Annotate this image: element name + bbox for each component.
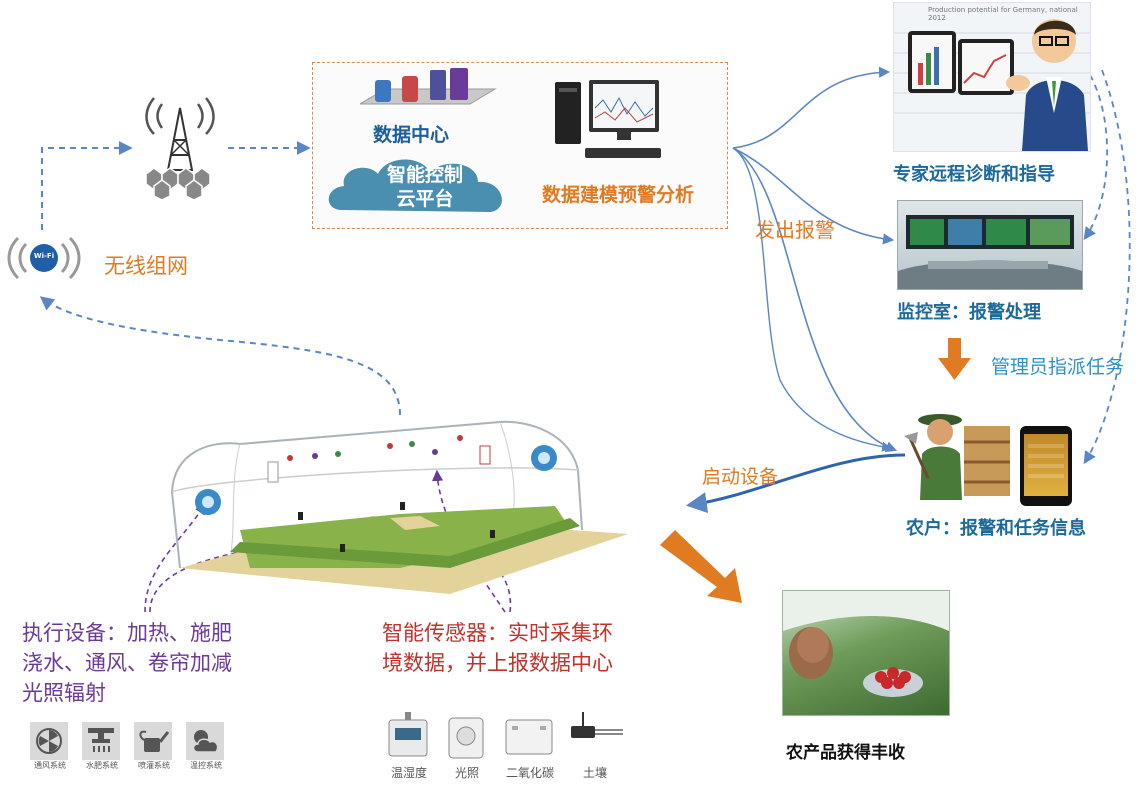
- actuator-caption: 温控系统: [190, 761, 222, 770]
- actuator-line1: 执行设备：加热、施肥: [22, 621, 232, 645]
- monitor-room-illustration: [897, 200, 1083, 290]
- expert-to-phone-dashed: [1083, 69, 1131, 465]
- actuator-line3: 光照辐射: [22, 681, 106, 705]
- start-device-label: 启动设备: [702, 466, 779, 488]
- farmer-icon: [904, 408, 1014, 500]
- wifi-to-tower-arrow: [41, 141, 133, 230]
- wifi-icon: Wi-Fi: [4, 228, 84, 288]
- to-farmer-arrow: [732, 147, 898, 453]
- data-modeling-label: 数据建模预警分析: [542, 184, 695, 206]
- to-monitor-arrow: [732, 147, 895, 245]
- expert-chart-caption: Production potential for Germany, nation…: [928, 6, 1078, 22]
- sensor-item-light: 光照: [441, 712, 493, 781]
- cloud-platform-label: 智能控制 云平台: [340, 163, 510, 211]
- send-alarm-label: 发出报警: [755, 218, 835, 242]
- shower-icon: [82, 722, 120, 760]
- farmer-label: 农户：报警和任务信息: [906, 518, 1086, 539]
- admin-assign-label: 管理员指派任务: [991, 356, 1125, 378]
- smartphone-icon: [1020, 426, 1072, 506]
- sensor-caption: 温湿度: [390, 766, 427, 780]
- sensor-caption: 光照: [454, 766, 479, 780]
- actuator-caption: 水肥系统: [86, 761, 118, 770]
- actuator-item-temperature: 温控系统: [186, 722, 226, 771]
- harvest-label: 农产品获得丰收: [786, 743, 905, 763]
- data-center-label: 数据中心: [373, 124, 450, 146]
- cloud-icon: [322, 150, 522, 222]
- server-rack-icon: [358, 64, 500, 119]
- fan-icon: [30, 722, 68, 760]
- greenhouse-to-wifi-arrow: [39, 296, 401, 416]
- actuator-item-irrigation: 喷灌系统: [134, 722, 174, 771]
- to-farmer-arrow-2: [732, 147, 892, 452]
- watering-can-icon: [134, 722, 172, 760]
- signal-tower-icon: [132, 90, 228, 201]
- temp-humidity-sensor-icon: [383, 712, 433, 764]
- sensor-item-co2: 二氧化碳: [502, 712, 558, 781]
- actuator-caption: 喷灌系统: [138, 761, 170, 770]
- wifi-badge-text: Wi-Fi: [33, 252, 55, 260]
- actuator-caption: 通风系统: [34, 761, 66, 770]
- actuator-line2: 浇水、通风、卷帘加减: [22, 651, 232, 675]
- sensor-item-temp-humidity: 温湿度: [383, 712, 435, 781]
- orange-down-arrow: [938, 338, 971, 380]
- greenhouse-illustration: [150, 418, 630, 596]
- sensor-item-soil: 土壤: [565, 712, 625, 781]
- computer-icon: [555, 78, 665, 162]
- harvest-photo: [782, 590, 950, 716]
- cloud-platform-line2: 云平台: [396, 188, 454, 210]
- to-expert-arrow: [732, 66, 891, 149]
- actuator-item-fan: 通风系统: [30, 722, 70, 771]
- co2-sensor-icon: [502, 712, 556, 764]
- harvest-arrow: [660, 530, 742, 603]
- start-device-arrow: [685, 453, 906, 514]
- wifi-network-label: 无线组网: [104, 254, 188, 278]
- soil-sensor-icon: [565, 712, 625, 764]
- sensor-line2: 境数据，并上报数据中心: [382, 651, 613, 675]
- cloud-sun-icon: [186, 722, 224, 760]
- actuator-description: 执行设备：加热、施肥 浇水、通风、卷帘加减 光照辐射: [22, 618, 232, 708]
- monitor-room-label: 监控室：报警处理: [897, 302, 1041, 323]
- sensor-line1: 智能传感器：实时采集环: [382, 621, 613, 645]
- sensor-caption: 土壤: [582, 766, 607, 780]
- sensor-caption: 二氧化碳: [505, 766, 554, 780]
- actuator-item-fertigation: 水肥系统: [82, 722, 122, 771]
- expert-illustration: Production potential for Germany, nation…: [893, 2, 1091, 152]
- cloud-platform-line1: 智能控制: [386, 164, 463, 186]
- light-sensor-icon: [441, 712, 491, 764]
- actuator-arrow-1: [144, 503, 207, 613]
- sensor-description: 智能传感器：实时采集环 境数据，并上报数据中心: [382, 618, 613, 678]
- expert-label: 专家远程诊断和指导: [893, 164, 1055, 185]
